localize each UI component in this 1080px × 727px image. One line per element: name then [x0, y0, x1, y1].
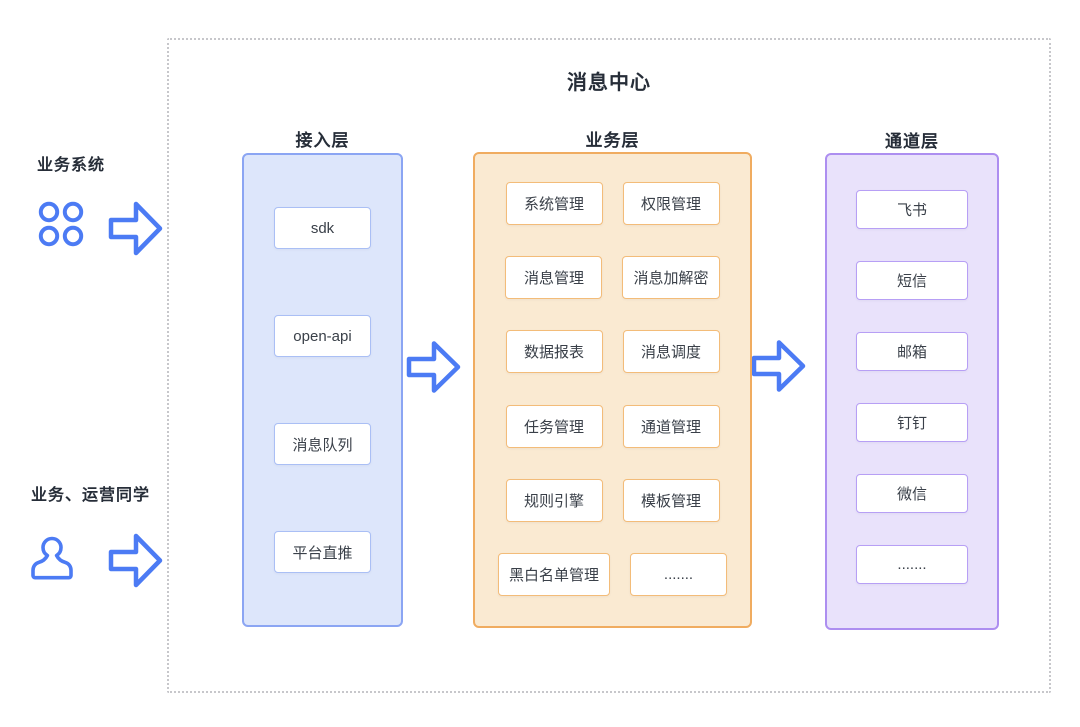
actor-label-operators: 业务、运营同学 — [31, 487, 151, 504]
business-item: ....... — [630, 552, 727, 596]
business-row: 系统管理 权限管理 — [485, 182, 740, 225]
business-item: 系统管理 — [505, 182, 603, 225]
message-center-container — [167, 38, 1051, 693]
channel-item-wechat: 微信 — [856, 474, 968, 513]
layer-heading-access: 接入层 — [295, 131, 350, 150]
business-item: 通道管理 — [622, 404, 720, 448]
flow-arrow-icon — [107, 197, 164, 265]
business-layer-box: 系统管理 权限管理 消息管理 消息加解密 数据报表 消息调度 任务管理 通道管理… — [473, 152, 752, 628]
business-item: 模板管理 — [622, 478, 720, 522]
flow-arrow-icon — [405, 337, 462, 402]
business-row: 数据报表 消息调度 — [485, 330, 740, 374]
layer-heading-business: 业务层 — [585, 131, 640, 150]
channel-item-email: 邮箱 — [856, 332, 968, 371]
channel-layer-box: 飞书 短信 邮箱 钉钉 微信 ....... — [825, 153, 999, 630]
access-layer-box: sdk open-api 消息队列 平台直推 — [242, 153, 403, 627]
business-row: 任务管理 通道管理 — [485, 404, 740, 448]
channel-item-more: ....... — [856, 545, 968, 584]
layer-heading-channel: 通道层 — [885, 132, 939, 151]
channel-item-feishu: 飞书 — [856, 190, 968, 229]
business-item: 规则引擎 — [505, 478, 603, 522]
flow-arrow-icon — [107, 529, 164, 597]
business-row: 黑白名单管理 ....... — [485, 552, 740, 596]
business-item: 任务管理 — [505, 404, 603, 448]
business-item: 权限管理 — [622, 182, 720, 225]
business-item: 数据报表 — [505, 330, 603, 374]
business-item: 消息管理 — [505, 256, 603, 300]
actor-label-business-system: 业务系统 — [37, 157, 106, 174]
access-item-platform-push: 平台直推 — [274, 531, 371, 573]
channel-item-dingtalk: 钉钉 — [856, 403, 968, 442]
business-row: 消息管理 消息加解密 — [485, 256, 740, 300]
access-item-open-api: open-api — [274, 315, 371, 357]
business-item: 消息加解密 — [622, 256, 720, 300]
business-item: 消息调度 — [622, 330, 720, 374]
channel-item-sms: 短信 — [856, 261, 968, 300]
flow-arrow-icon — [750, 336, 807, 401]
access-item-sdk: sdk — [274, 207, 371, 249]
business-item: 黑白名单管理 — [497, 552, 610, 596]
person-icon — [29, 534, 75, 589]
diagram-title: 消息中心 — [567, 72, 651, 94]
business-row: 规则引擎 模板管理 — [485, 478, 740, 522]
access-item-message-queue: 消息队列 — [274, 423, 371, 465]
grid-circles-icon — [37, 199, 85, 252]
